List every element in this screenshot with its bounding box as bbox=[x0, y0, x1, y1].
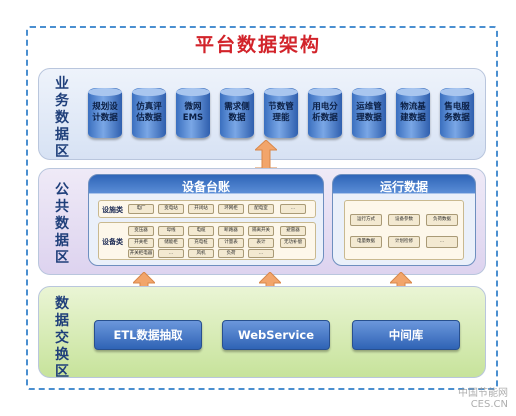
page-title: 平台数据架构 bbox=[194, 34, 321, 56]
business-item: 运维管理数据 bbox=[352, 88, 386, 138]
equipment-item: 充电桩 bbox=[188, 238, 214, 248]
watermark: 中国节能网 CES.CN bbox=[458, 388, 508, 410]
equipment-item: 隔离开关 bbox=[248, 226, 274, 236]
business-section-label: 业务数据区 bbox=[55, 76, 69, 160]
facility-item: ... bbox=[280, 204, 306, 214]
equipment-item: 风机 bbox=[188, 249, 214, 258]
facility-label: 设施类 bbox=[102, 206, 123, 214]
watermark-line2: CES.CN bbox=[470, 399, 508, 410]
equipment-item: 表计 bbox=[248, 238, 274, 248]
operation-data-title: 运行数据 bbox=[379, 180, 428, 194]
business-item: 需求侧数据 bbox=[220, 88, 254, 138]
equipment-item: 储能柜 bbox=[158, 238, 184, 248]
operation-item: ... bbox=[426, 236, 458, 248]
business-item: 微网EMS bbox=[176, 88, 210, 138]
equipment-item: 母线 bbox=[158, 226, 184, 236]
equipment-item: 负荷 bbox=[218, 249, 244, 258]
operation-item: 负荷数据 bbox=[426, 214, 458, 226]
equipment-ledger-title: 设备台账 bbox=[181, 180, 230, 194]
outer-frame bbox=[26, 26, 498, 390]
equipment-item: 无功补偿 bbox=[280, 238, 306, 248]
facility-item: 配电室 bbox=[248, 204, 274, 214]
equipment-item: 计量表 bbox=[218, 238, 244, 248]
facility-item: 环网柜 bbox=[218, 204, 244, 214]
public-section-label: 公共数据区 bbox=[55, 182, 69, 266]
equipment-item: 开关柜 bbox=[128, 238, 154, 248]
business-item: 规划设计数据 bbox=[88, 88, 122, 138]
etl-extract-box: ETL数据抽取 bbox=[94, 320, 202, 350]
equipment-item: 断路器 bbox=[218, 226, 244, 236]
business-item: 售电服务数据 bbox=[440, 88, 474, 138]
exchange-section-label: 数据交换区 bbox=[55, 296, 69, 380]
operation-data-box bbox=[344, 200, 464, 260]
webservice-box: WebService bbox=[222, 320, 330, 350]
operation-item: 电量数据 bbox=[350, 236, 382, 248]
equipment-item: 电缆 bbox=[188, 226, 214, 236]
business-item: 物流基建数据 bbox=[396, 88, 430, 138]
operation-item: 计划检修 bbox=[388, 236, 420, 248]
equipment-item: 变压器 bbox=[128, 226, 154, 236]
equipment-item: ... bbox=[158, 249, 184, 258]
business-item: 节数管理能 bbox=[264, 88, 298, 138]
middle-database-box: 中间库 bbox=[352, 320, 460, 350]
equipment-item: 避雷器 bbox=[280, 226, 306, 236]
facility-item: 开闭站 bbox=[188, 204, 214, 214]
equipment-item: ... bbox=[248, 249, 274, 258]
business-item: 用电分析数据 bbox=[308, 88, 342, 138]
operation-item: 设备参数 bbox=[388, 214, 420, 226]
equipment-item: 开关柜电器 bbox=[128, 249, 154, 258]
business-item: 仿真评估数据 bbox=[132, 88, 166, 138]
watermark-line1: 中国节能网 bbox=[458, 388, 508, 399]
operation-item: 运行方式 bbox=[350, 214, 382, 226]
equipment-label: 设备类 bbox=[102, 238, 123, 246]
facility-item: 变电站 bbox=[158, 204, 184, 214]
facility-item: 电厂 bbox=[128, 204, 154, 214]
